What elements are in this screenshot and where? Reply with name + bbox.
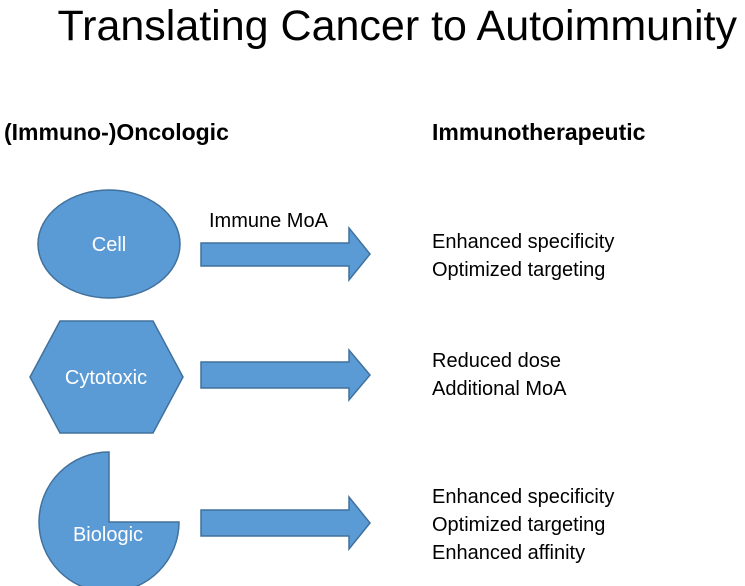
row3-outcome-3: Enhanced affinity: [432, 542, 586, 564]
cytotoxic-label: Cytotoxic: [65, 367, 147, 389]
row1-outcome-2: Optimized targeting: [432, 259, 606, 281]
row3-outcome-1: Enhanced specificity: [432, 486, 615, 508]
cytotoxic-shape: [29, 320, 184, 434]
arrow-label-immune-moa: Immune MoA: [209, 210, 329, 232]
right-column-header: Immunotherapeutic: [432, 119, 646, 145]
row3-outcome-2: Optimized targeting: [432, 514, 606, 536]
left-column-header: (Immuno-)Oncologic: [4, 119, 229, 145]
row2-outcome-2: Additional MoA: [432, 378, 567, 400]
row1-outcome-1: Enhanced specificity: [432, 231, 615, 253]
cell-label: Cell: [92, 234, 126, 256]
diagram-title: Translating Cancer to Autoimmunity: [57, 2, 737, 50]
cell-shape: [37, 189, 181, 299]
row2-outcome-1: Reduced dose: [432, 350, 561, 372]
arrow-1: [200, 225, 371, 283]
biologic-label: Biologic: [73, 524, 143, 546]
biologic-shape: [38, 451, 180, 586]
arrow-2: [200, 347, 371, 403]
arrow-3: [200, 494, 371, 552]
